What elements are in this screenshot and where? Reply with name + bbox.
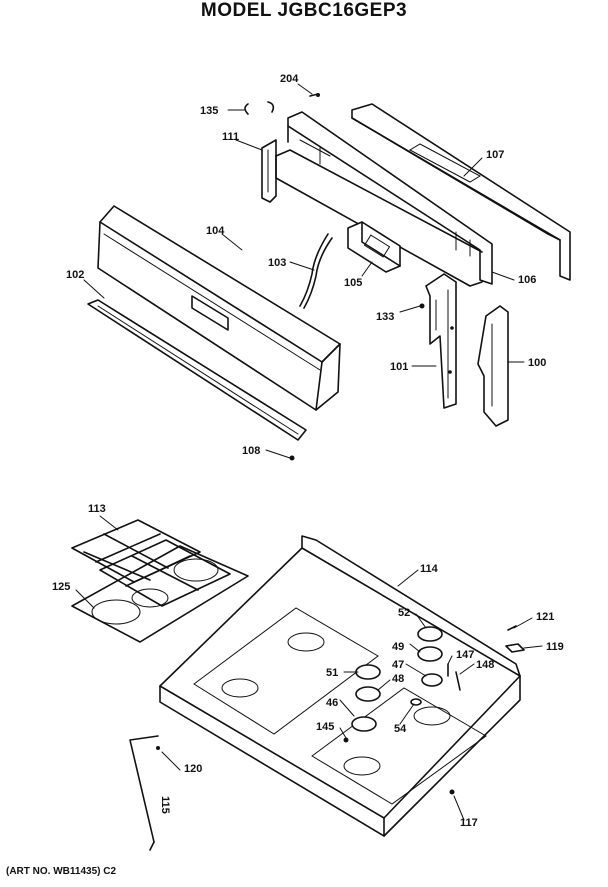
callout-54: 54 (394, 723, 407, 735)
part-145-screw (343, 737, 349, 743)
callout-52: 52 (398, 607, 410, 619)
part-48-burner-cap (355, 686, 381, 702)
burner-parts (351, 626, 443, 732)
part-108-screw (289, 455, 295, 461)
part-113-burner-grates (71, 519, 231, 607)
callout-100: 100 (528, 357, 546, 369)
part-135-clip (244, 101, 275, 115)
callout-48: 48 (392, 673, 404, 685)
part-133-screw (419, 303, 425, 309)
callout-120: 120 (184, 763, 202, 775)
callout-133: 133 (376, 311, 394, 323)
callout-49: 49 (392, 641, 404, 653)
part-114-cooktop (159, 535, 521, 837)
part-49-burner-cap (417, 646, 443, 662)
callout-104: 104 (206, 225, 225, 237)
callout-105: 105 (344, 277, 362, 289)
part-103-wire-harness (299, 233, 333, 309)
part-52-burner-cap (417, 626, 443, 642)
part-101-end-bracket (425, 273, 457, 409)
art-number: (ART NO. WB11435) C2 (6, 866, 117, 877)
callout-121: 121 (536, 611, 554, 623)
leader-lines (75, 83, 543, 821)
part-125-drip-pans (71, 545, 249, 643)
callout-103: 103 (268, 257, 286, 269)
callout-102: 102 (66, 269, 84, 281)
part-47-burner-head (421, 673, 443, 687)
part-115-support-rod (129, 735, 160, 851)
part-105-control-module (347, 221, 401, 273)
part-119-bracket (505, 643, 525, 653)
callout-204: 204 (280, 73, 299, 85)
callout-115: 115 (159, 796, 171, 814)
part-121-screw (507, 625, 517, 631)
callout-145: 145 (316, 721, 334, 733)
callout-148: 148 (476, 659, 494, 671)
part-100-end-cap (477, 305, 509, 427)
callout-labels: 204 135 111 107 104 103 105 106 102 133 … (52, 73, 564, 829)
callout-106: 106 (518, 274, 536, 286)
part-107-rear-cover (351, 103, 571, 281)
callout-117: 117 (460, 817, 478, 829)
callout-108: 108 (242, 445, 260, 457)
part-204-screw (309, 93, 320, 97)
callout-46: 46 (326, 697, 338, 709)
callout-125: 125 (52, 581, 70, 593)
part-117-screw (449, 789, 455, 795)
part-148-ignitor (455, 671, 461, 691)
callout-111: 111 (222, 131, 239, 143)
callout-135: 135 (200, 105, 218, 117)
part-54-orifice (410, 698, 422, 706)
callout-147: 147 (456, 649, 474, 661)
part-111-side-bracket (261, 139, 277, 203)
callout-51: 51 (326, 667, 338, 679)
part-46-burner-head (351, 716, 377, 732)
callout-101: 101 (390, 361, 408, 373)
callout-47: 47 (392, 659, 404, 671)
part-51-burner-cap (355, 664, 381, 680)
part-104-control-panel (97, 205, 341, 411)
callout-113: 113 (88, 503, 106, 515)
page-title: MODEL JGBC16GEP3 (200, 0, 408, 21)
callout-114: 114 (420, 563, 439, 575)
callout-107: 107 (486, 149, 504, 161)
callout-119: 119 (546, 641, 564, 653)
part-120-screw (156, 746, 160, 750)
part-102-trim-strip (87, 299, 307, 441)
